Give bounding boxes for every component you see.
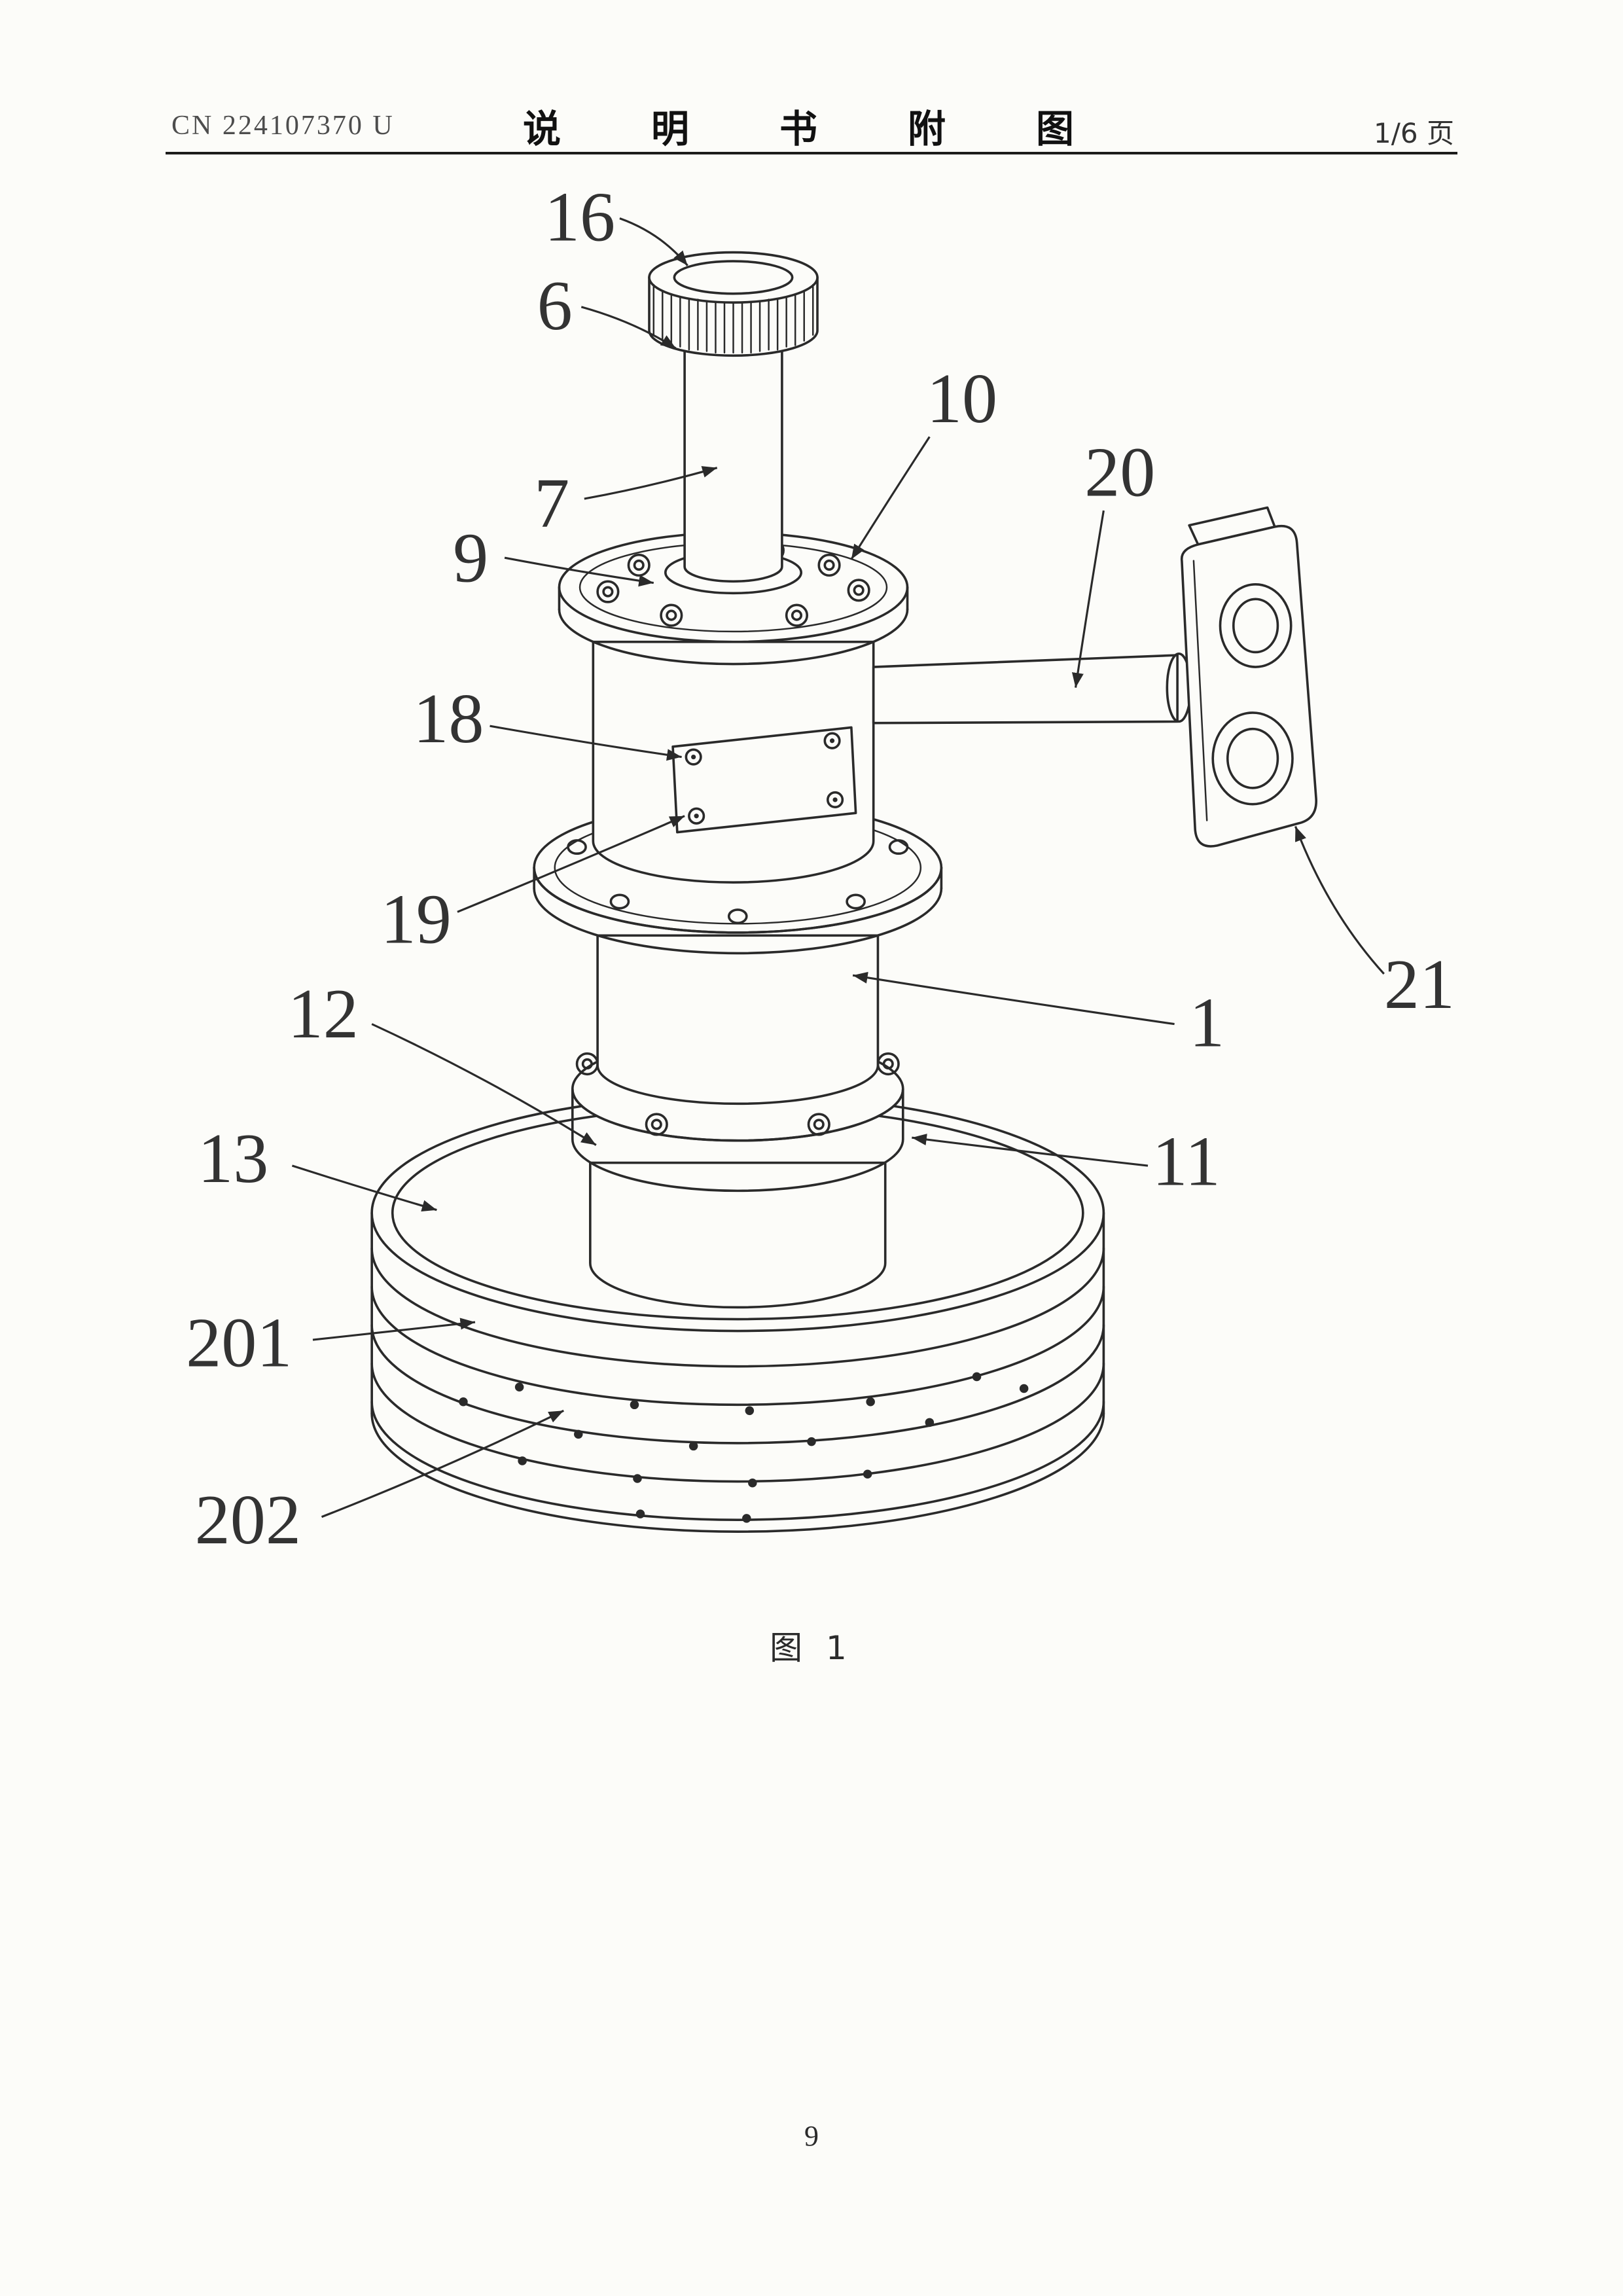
- leader-201: [312, 1318, 476, 1341]
- riser-pipe: [683, 347, 783, 583]
- ref-label-10: 10: [927, 360, 997, 438]
- side-arm: [872, 652, 1192, 725]
- mounting-plate: [671, 726, 857, 834]
- leader-11: [912, 1134, 1149, 1167]
- ref-label-18: 18: [413, 680, 484, 758]
- leader-202: [321, 1409, 564, 1518]
- ref-label-202: 202: [195, 1481, 301, 1559]
- leader-16: [619, 217, 688, 266]
- top-flange-bolts: [596, 539, 870, 627]
- ref-label-20: 20: [1084, 434, 1155, 512]
- pedestal-cylinder: [589, 1161, 887, 1309]
- ref-label-12: 12: [288, 975, 359, 1053]
- leader-1: [852, 971, 1175, 1026]
- header-divider: [166, 152, 1457, 154]
- ref-label-16: 16: [544, 178, 615, 256]
- ref-label-7: 7: [534, 465, 569, 543]
- base-rivet-dots: [459, 1372, 1029, 1523]
- ref-label-9: 9: [453, 519, 488, 597]
- patent-number: CN 224107370 U: [171, 111, 395, 141]
- ref-label-11: 11: [1152, 1122, 1221, 1200]
- document-title: 说 明 书 附 图: [522, 107, 1100, 151]
- ref-label-201: 201: [186, 1304, 292, 1382]
- ref-label-6: 6: [537, 267, 573, 345]
- ref-label-1: 1: [1189, 984, 1224, 1062]
- base-drum: [370, 1094, 1105, 1533]
- leader-13: [291, 1164, 437, 1212]
- leader-18: [490, 725, 682, 761]
- page-indicator: 1/6 页: [1374, 117, 1454, 149]
- leader-lines: [291, 217, 1385, 1518]
- lower-body-cylinder: [571, 934, 904, 1142]
- ref-label-19: 19: [381, 881, 452, 959]
- ref-label-13: 13: [198, 1120, 268, 1198]
- page-number: 9: [804, 2120, 819, 2152]
- leader-7: [584, 466, 718, 500]
- knurled-cap: [648, 251, 819, 357]
- leader-12: [371, 1023, 597, 1146]
- figure-caption: 图 1: [770, 1629, 853, 1667]
- leader-6: [580, 306, 677, 350]
- ref-label-21: 21: [1384, 946, 1455, 1024]
- leader-19: [457, 815, 685, 913]
- leader-10: [850, 436, 931, 560]
- leader-20: [1071, 510, 1105, 688]
- end-bracket: [1180, 506, 1317, 848]
- reference-labels: 16 6 7 9 10 20 18 19 12 13 201 202 1 11 …: [186, 178, 1455, 1559]
- leader-9: [504, 556, 654, 587]
- leader-21: [1294, 825, 1385, 975]
